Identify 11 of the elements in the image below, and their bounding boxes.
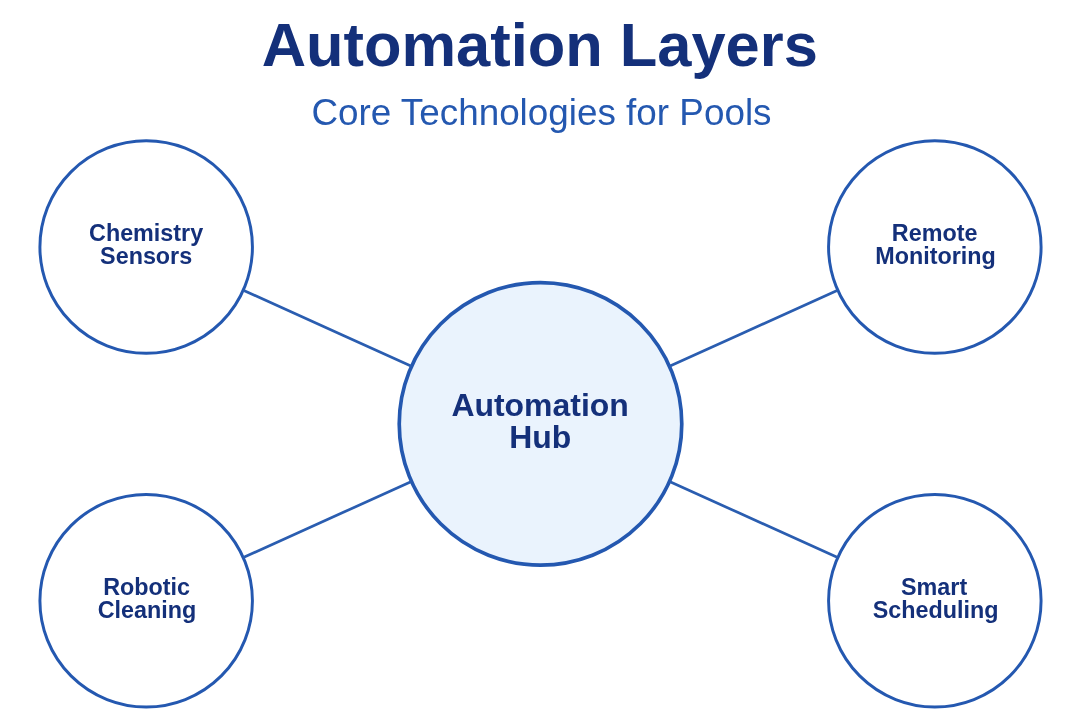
connector (242, 289, 412, 368)
node-circle: Automation Hub (396, 280, 684, 567)
connector (668, 480, 838, 559)
node-circle: Remote Monitoring (826, 139, 1043, 355)
connector (668, 289, 838, 368)
node-circle: Robotic Cleaning (37, 493, 254, 709)
label: Core Technologies for Pools (310, 91, 772, 133)
connector (242, 480, 412, 559)
diagram-title: Automation Layers (261, 9, 818, 79)
node-circle: Chemistry Sensors (37, 139, 254, 355)
node-circle: Smart Scheduling (826, 493, 1043, 709)
